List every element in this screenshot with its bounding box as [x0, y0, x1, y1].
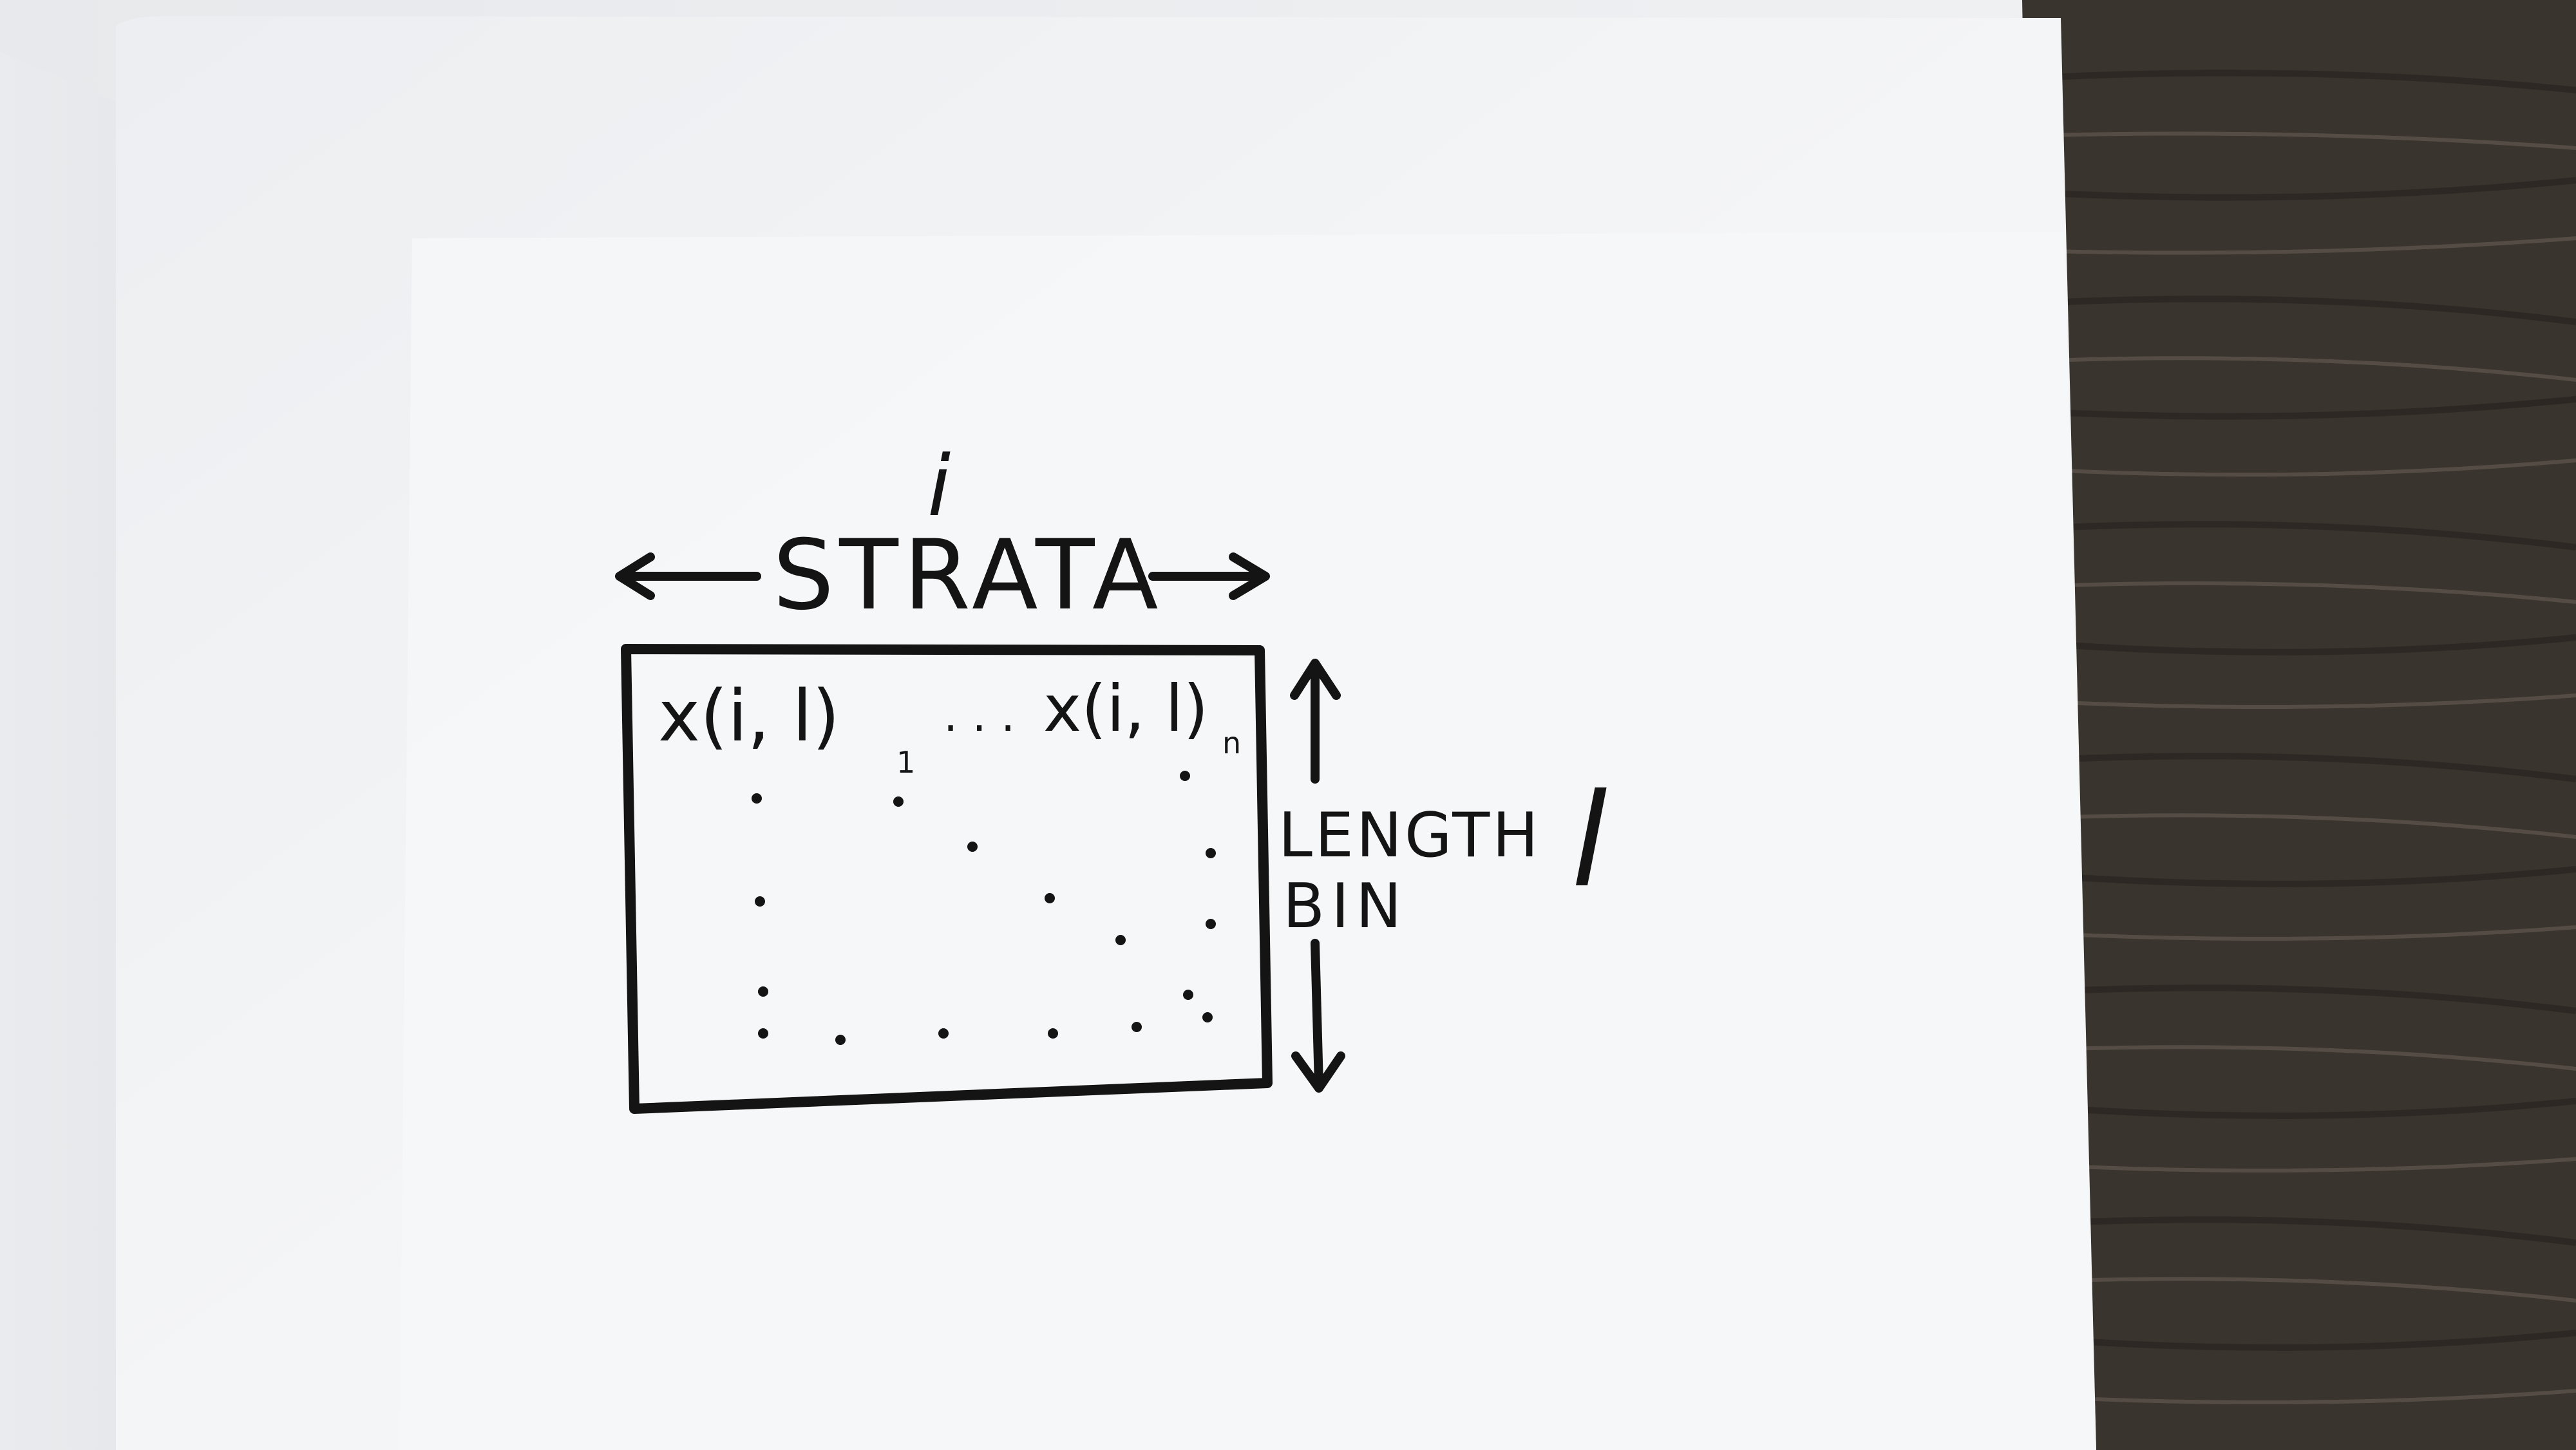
matrix-dots — [752, 771, 1216, 1045]
strata-arrow-left — [615, 552, 761, 600]
hand-drawn-diagram: i STRATA x(i, l) 1 . . . x(i, l) n — [615, 437, 1607, 1114]
length-arrow-down — [1291, 939, 1345, 1093]
length-bin-line1: LENGTH — [1278, 800, 1541, 871]
length-arrow-up — [1290, 659, 1341, 784]
cell-first-subscript: 1 — [896, 745, 915, 780]
length-symbol: l — [1571, 766, 1607, 916]
cell-last: x(i, l) — [1043, 671, 1208, 746]
front-sheet-inner-shadow — [399, 232, 2096, 1450]
length-bin-line2: BIN — [1283, 871, 1408, 942]
strata-arrow-right — [1148, 552, 1270, 600]
cell-first: x(i, l) — [658, 675, 840, 757]
cell-ellipsis: . . . — [943, 689, 1015, 742]
cell-last-subscript: n — [1222, 726, 1241, 760]
strata-label: STRATA — [773, 520, 1164, 632]
index-label: i — [927, 437, 951, 535]
matrix-box — [621, 644, 1273, 1114]
